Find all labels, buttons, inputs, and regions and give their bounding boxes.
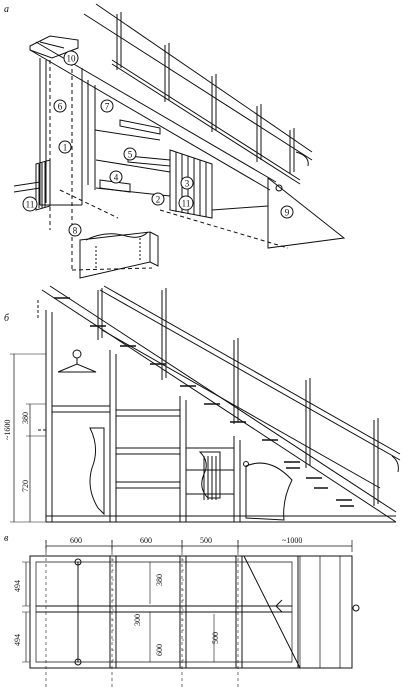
- dim-inner-d: 500: [211, 632, 220, 644]
- callout-number: 10: [67, 54, 77, 64]
- callout-c8: 8: [68, 223, 82, 237]
- callout-number: 4: [114, 173, 119, 183]
- callout-c9: 9: [280, 205, 294, 219]
- dim-width-4: ~1000: [282, 536, 302, 545]
- callout-c1: 1: [58, 140, 72, 154]
- callout-markers: 1 2 3 4 5 6 7 8 9 10 11 11: [22, 50, 294, 237]
- dim-height-bottom: 494: [13, 634, 22, 646]
- callout-number: 2: [156, 195, 161, 205]
- dim-height-top: 494: [13, 580, 22, 592]
- dim-inner-c: 600: [155, 644, 164, 656]
- step-nosings: [54, 297, 352, 501]
- panel-label-b: б: [4, 313, 10, 324]
- handrail: [83, 3, 313, 161]
- isometric-view: [13, 3, 346, 279]
- dim-width-2: 600: [140, 536, 152, 545]
- callout-number: 5: [128, 150, 133, 160]
- panel-label-v: в: [4, 533, 9, 544]
- callout-number: 7: [105, 102, 110, 112]
- callout-c11a: 11: [22, 196, 38, 212]
- callout-c7: 7: [100, 99, 114, 113]
- callout-c5: 5: [123, 147, 137, 161]
- callout-number: 8: [73, 226, 78, 236]
- callout-number: 11: [26, 200, 35, 210]
- dim-inner-b: 300: [133, 614, 142, 626]
- callout-c3: 3: [180, 176, 194, 190]
- plan-view: [22, 540, 360, 687]
- dim-upper-shelf: 380: [21, 412, 30, 424]
- callout-number: 6: [58, 102, 63, 112]
- callout-c6: 6: [53, 99, 67, 113]
- callout-c2: 2: [151, 192, 165, 206]
- dim-width-1: 600: [70, 536, 82, 545]
- callout-c11b: 11: [178, 195, 194, 211]
- callout-number: 3: [185, 179, 190, 189]
- callout-number: 11: [182, 199, 191, 209]
- dim-width-3: 500: [200, 536, 212, 545]
- callout-number: 1: [63, 143, 68, 153]
- callout-number: 9: [285, 208, 290, 218]
- dim-lower-shelf: 720: [21, 480, 30, 492]
- dim-total-height: ~1600: [3, 420, 12, 440]
- side-elevation: [10, 285, 401, 523]
- dim-inner-a: 380: [155, 574, 164, 586]
- panel-label-a: а: [4, 4, 9, 15]
- callout-c4: 4: [109, 170, 123, 184]
- callout-c10: 10: [63, 50, 79, 66]
